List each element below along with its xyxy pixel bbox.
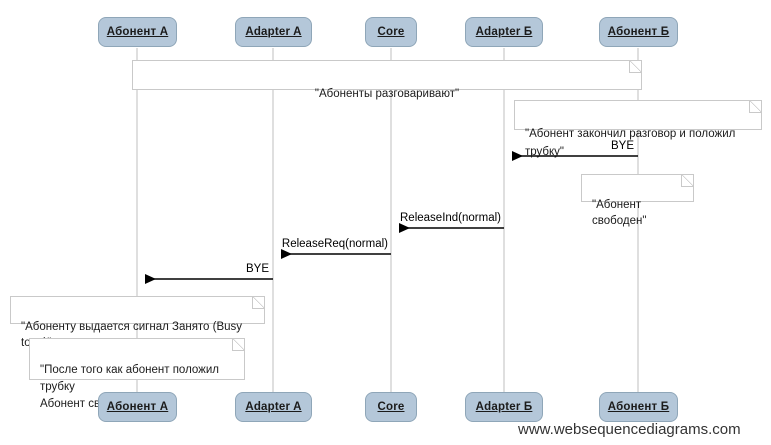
participant-bottom-abonent-b[interactable]: Абонент Б [599,392,678,422]
note-fold-corner-icon [629,60,641,73]
note-busy-tone: "Абоненту выдается сигнал Занято (Busy t… [10,296,265,349]
note-text: "Абонент закончил разговор и положил тру… [525,128,736,158]
note-text: "Абонент свободен" [592,199,647,227]
participant-bottom-core[interactable]: Core [365,392,417,422]
note-abonent-zakonchil-razgovor: "Абонент закончил разговор и положил тру… [514,100,762,158]
participant-top-adapter-b[interactable]: Adapter Б [465,17,543,47]
participant-top-abonent-a[interactable]: Абонент А [98,17,177,47]
message-label-releasereq: ReleaseReq(normal) [281,238,388,250]
watermark-websequencediagrams: www.websequencediagrams.com [518,421,741,438]
message-label-bye-b: BYE [610,140,634,152]
note-abonent-svoboden-b: "Абонент свободен" [581,174,694,227]
message-label-bye-a: BYE [245,263,269,275]
participant-bottom-adapter-a[interactable]: Adapter A [235,392,312,422]
participant-top-adapter-a[interactable]: Adapter A [235,17,312,47]
participant-bottom-adapter-b[interactable]: Adapter Б [465,392,543,422]
message-label-releaseind: ReleaseInd(normal) [400,212,501,224]
note-fold-corner-icon [749,100,761,113]
participant-top-abonent-b[interactable]: Абонент Б [599,17,678,47]
note-abonenty-razgovarivayut: "Абоненты разговаривают" [132,60,642,100]
note-fold-corner-icon [232,338,244,351]
note-abonent-a-svoboden: "После того как абонент положил трубку А… [29,338,245,410]
note-fold-corner-icon [252,296,264,309]
participant-top-core[interactable]: Core [365,17,417,47]
participant-bottom-abonent-a[interactable]: Абонент А [98,392,177,422]
note-fold-corner-icon [681,174,693,187]
note-text: "Абоненты разговаривают" [314,88,460,100]
